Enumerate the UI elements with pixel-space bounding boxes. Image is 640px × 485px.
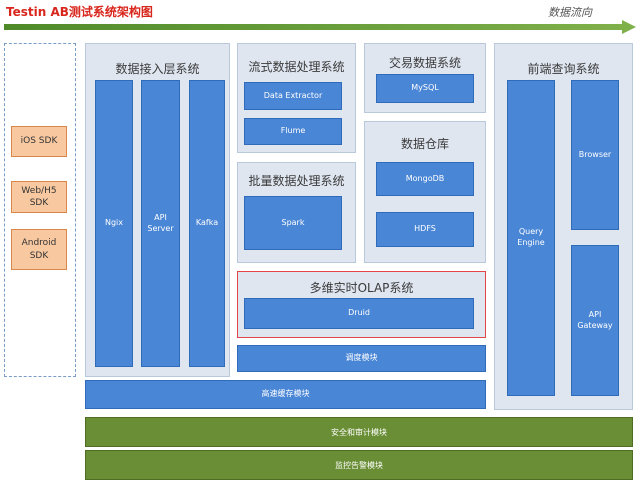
api-server-component: API Server <box>141 80 180 367</box>
api-gateway-component: API Gateway <box>571 245 619 396</box>
ngix-component: Ngix <box>95 80 133 367</box>
data-extractor-component: Data Extractor <box>244 82 342 110</box>
kafka-component: Kafka <box>189 80 225 367</box>
ios-sdk-box: iOS SDK <box>11 126 67 157</box>
scheduler-module: 调度模块 <box>237 345 486 372</box>
mysql-component: MySQL <box>376 74 474 103</box>
diagram-title: Testin AB测试系统架构图 <box>6 5 153 19</box>
druid-component: Druid <box>244 298 474 329</box>
spark-component: Spark <box>244 196 342 250</box>
hdfs-component: HDFS <box>376 212 474 247</box>
data-warehouse-title: 数据仓库 <box>400 137 449 151</box>
monitoring-alert-module: 监控告警模块 <box>85 450 633 480</box>
ingestion-layer-title: 数据接入层系统 <box>115 62 200 76</box>
cache-module: 高速缓存模块 <box>85 380 486 409</box>
mongodb-component: MongoDB <box>376 162 474 196</box>
olap-system-title: 多维实时OLAP系统 <box>309 281 414 295</box>
security-audit-module: 安全和审计模块 <box>85 417 633 447</box>
batch-processing-title: 批量数据处理系统 <box>248 174 345 188</box>
android-sdk-box: Android SDK <box>11 229 67 270</box>
stream-processing-title: 流式数据处理系统 <box>248 60 345 74</box>
transaction-data-title: 交易数据系统 <box>388 56 461 70</box>
data-flow-arrow <box>4 20 636 34</box>
flume-component: Flume <box>244 118 342 145</box>
frontend-query-title: 前端查询系统 <box>527 62 600 76</box>
data-flow-label: 数据流向 <box>548 6 592 19</box>
web-h5-sdk-box: Web/H5 SDK <box>11 181 67 213</box>
browser-component: Browser <box>571 80 619 230</box>
query-engine-component: Query Engine <box>507 80 555 396</box>
